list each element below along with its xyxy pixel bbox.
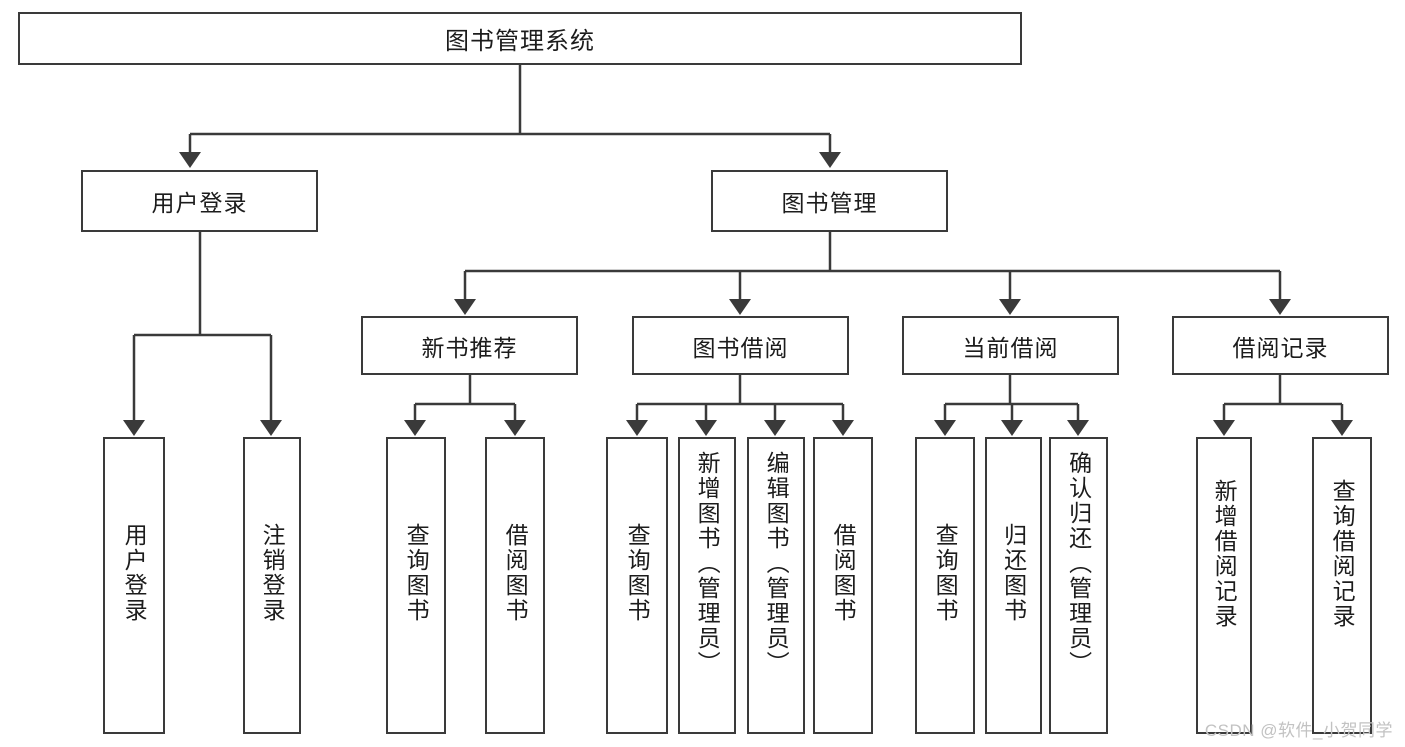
node-label: 图书管理 xyxy=(781,190,878,216)
node-current-borrow[interactable]: 当前借阅 xyxy=(902,316,1119,375)
leaf-label: 编辑图书（管理员） xyxy=(763,451,790,676)
leaf-label: 借阅图书 xyxy=(502,523,529,623)
leaf-query-borrow-record[interactable]: 查询借阅记录 xyxy=(1312,437,1372,734)
leaf-confirm-return-admin[interactable]: 确认归还（管理员） xyxy=(1049,437,1108,734)
csdn-watermark: CSDN @软件_小贺同学 xyxy=(1204,721,1393,740)
node-label: 当前借阅 xyxy=(962,334,1059,361)
leaf-label: 查询图书 xyxy=(624,523,651,623)
node-new-book-recommend[interactable]: 新书推荐 xyxy=(361,316,578,375)
node-borrow-record[interactable]: 借阅记录 xyxy=(1172,316,1389,375)
leaf-user-login[interactable]: 用户登录 xyxy=(103,437,165,734)
leaf-label: 新增图书（管理员） xyxy=(694,451,721,676)
node-user-login[interactable]: 用户登录 xyxy=(81,170,318,232)
leaf-edit-book-admin[interactable]: 编辑图书（管理员） xyxy=(747,437,805,734)
node-label: 图书借阅 xyxy=(692,334,789,361)
leaf-query-book-current[interactable]: 查询图书 xyxy=(915,437,975,734)
leaf-query-book-borrow[interactable]: 查询图书 xyxy=(606,437,668,734)
leaf-label: 注销登录 xyxy=(259,523,286,623)
leaf-label: 查询图书 xyxy=(932,523,959,623)
leaf-query-book-recommend[interactable]: 查询图书 xyxy=(386,437,446,734)
node-label: 新书推荐 xyxy=(421,334,518,361)
leaf-return-book[interactable]: 归还图书 xyxy=(985,437,1042,734)
leaf-add-borrow-record[interactable]: 新增借阅记录 xyxy=(1196,437,1252,734)
leaf-borrow-book-recommend[interactable]: 借阅图书 xyxy=(485,437,545,734)
leaf-label: 归还图书 xyxy=(1000,523,1027,623)
leaf-add-book-admin[interactable]: 新增图书（管理员） xyxy=(678,437,736,734)
node-book-borrow[interactable]: 图书借阅 xyxy=(632,316,849,375)
node-book-management[interactable]: 图书管理 xyxy=(711,170,948,232)
leaf-label: 查询图书 xyxy=(403,523,430,623)
leaf-logout-login[interactable]: 注销登录 xyxy=(243,437,301,734)
leaf-label: 确认归还（管理员） xyxy=(1065,451,1092,676)
leaf-label: 查询借阅记录 xyxy=(1329,479,1356,629)
leaf-label: 新增借阅记录 xyxy=(1211,479,1238,629)
node-label: 用户登录 xyxy=(151,190,248,216)
leaf-borrow-book[interactable]: 借阅图书 xyxy=(813,437,873,734)
leaf-label: 用户登录 xyxy=(121,523,148,623)
node-label: 借阅记录 xyxy=(1232,334,1329,361)
node-root-system[interactable]: 图书管理系统 xyxy=(18,12,1022,65)
leaf-label: 借阅图书 xyxy=(830,523,857,623)
node-label: 图书管理系统 xyxy=(445,28,595,55)
